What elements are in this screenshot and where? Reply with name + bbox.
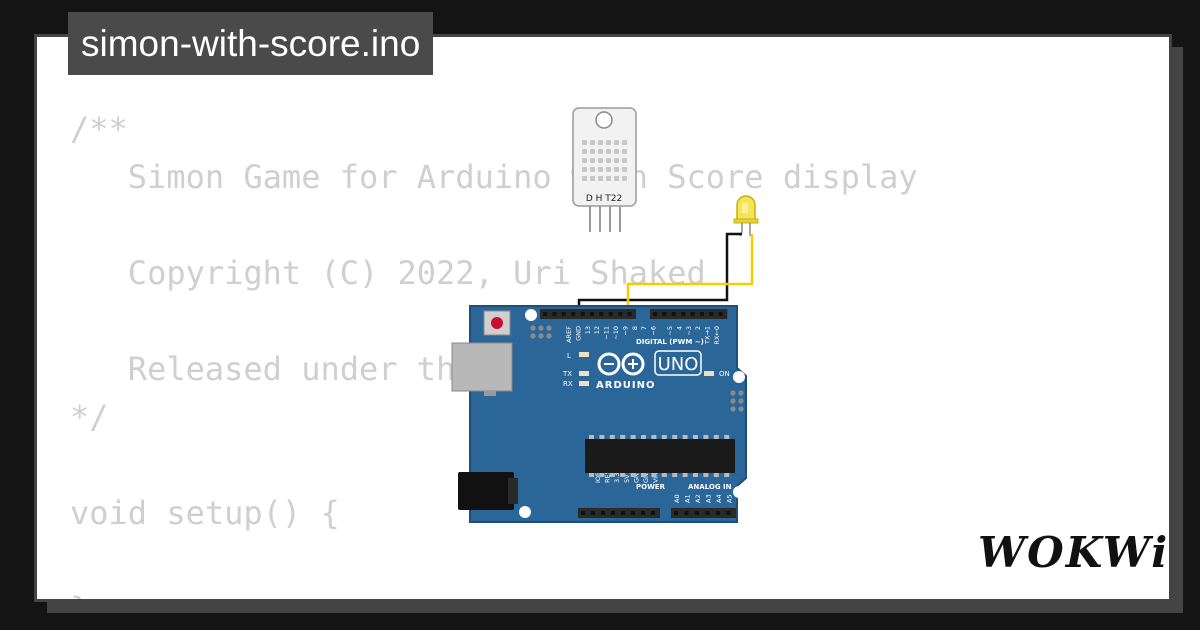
analog-header — [671, 508, 736, 518]
pin-label: ~6 — [650, 326, 658, 336]
yellow-led[interactable] — [733, 195, 759, 237]
pin-label: 12 — [593, 326, 601, 334]
atmega-chip — [585, 435, 735, 477]
pin-label: A4 — [715, 494, 723, 503]
mounting-hole — [525, 309, 537, 321]
pin-label: ~5 — [666, 326, 674, 336]
power-jack — [458, 472, 514, 510]
led-l-label: L — [567, 352, 571, 360]
code-line: void setup() { — [70, 494, 340, 532]
pin-label: A5 — [726, 494, 734, 503]
pin-label: 8 — [631, 326, 639, 330]
led-on-label: ON — [719, 370, 730, 378]
pin-label: IOREF — [594, 463, 602, 483]
power-label: POWER — [636, 483, 666, 491]
pin-label: A3 — [705, 494, 713, 503]
pin-label: ~11 — [603, 326, 611, 340]
board-model: UNO — [658, 354, 699, 375]
power-header — [578, 508, 660, 518]
mounting-hole — [519, 506, 531, 518]
pin-label: Vin — [652, 473, 660, 483]
pin-label: 13 — [584, 326, 592, 334]
digital-header — [540, 309, 728, 319]
sensor-grille — [582, 140, 627, 181]
analog-label: ANALOG IN — [688, 483, 732, 491]
led-rx — [579, 381, 589, 386]
pin-label: AREF — [565, 326, 573, 343]
sensor-label: D H T22 — [586, 194, 622, 204]
pin-label: 2 — [694, 326, 702, 330]
digital-label: DIGITAL (PWM ~) — [636, 338, 704, 346]
led-rx-label: RX — [563, 380, 573, 388]
icsp-header — [730, 390, 744, 412]
code-line: /** — [70, 110, 128, 148]
led-tx — [579, 371, 589, 376]
code-line: Copyright (C) 2022, Uri Shaked — [70, 254, 706, 292]
icsp-header — [530, 325, 552, 339]
mounting-hole — [733, 371, 745, 383]
pin-label: 4 — [675, 326, 683, 330]
pin-label: ~3 — [685, 326, 693, 336]
usb-port — [451, 342, 513, 392]
reset-button[interactable] — [483, 310, 511, 336]
arduino-logo-icon — [597, 352, 645, 376]
dht22-sensor[interactable]: D H T22 — [572, 107, 637, 232]
pin-label: 3.3V — [613, 468, 621, 483]
pin-label: GND — [574, 326, 582, 341]
wokwi-logo: WOKWi — [978, 528, 1170, 577]
pin-label: A2 — [694, 494, 702, 503]
code-line: } — [70, 585, 918, 599]
led-l — [579, 352, 589, 357]
pin-label: GND — [632, 468, 640, 483]
code-line: */ — [70, 398, 109, 436]
project-title: simon-with-score.ino — [68, 12, 434, 75]
led-on — [704, 371, 714, 376]
pin-label: RX←0 — [713, 326, 721, 345]
mounting-hole — [733, 486, 745, 498]
pin-label: 7 — [640, 326, 648, 330]
pin-label: TX→1 — [704, 326, 712, 345]
board-brand: ARDUINO — [596, 380, 655, 391]
black-wire[interactable] — [577, 232, 742, 316]
pin-label: A1 — [684, 494, 692, 503]
pin-label: 5V — [623, 474, 631, 483]
led-tx-label: TX — [562, 370, 572, 378]
uno-badge — [654, 350, 702, 376]
yellow-wire[interactable] — [626, 234, 754, 316]
pin-label: ~10 — [612, 326, 620, 340]
pin-label: ~9 — [621, 326, 629, 336]
pin-label: A0 — [673, 494, 681, 503]
